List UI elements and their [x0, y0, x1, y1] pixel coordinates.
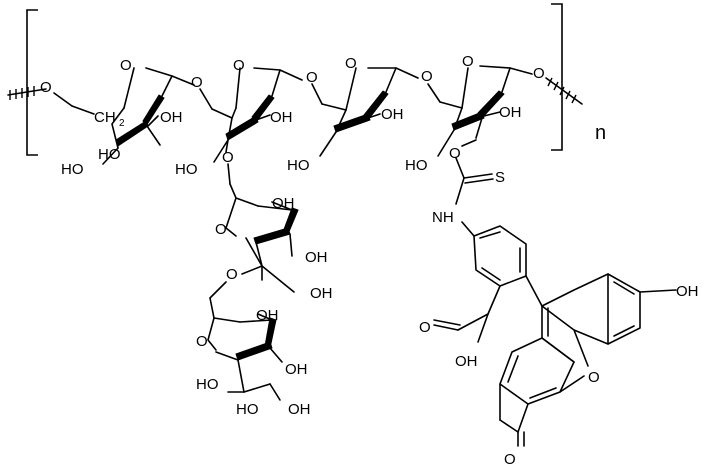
- thio-sulfur: S: [495, 169, 505, 186]
- ring2-hydroxyl-ho: HO: [175, 161, 198, 178]
- branch1-ring-oxygen: O: [215, 221, 227, 238]
- branch2-hydroxyl-b: OH: [285, 361, 308, 378]
- ring1-hydroxyl-b: HO: [98, 146, 121, 163]
- glucose-ring-4: [437, 65, 533, 157]
- ring4-terminal-oxygen: O: [533, 65, 545, 82]
- branch2-hydroxyl-oh-c: OH: [288, 401, 311, 418]
- right-bracket: [551, 3, 563, 151]
- carboxyl-hydroxyl: OH: [455, 353, 478, 370]
- glucose-ring-1: [102, 67, 195, 165]
- ring2-hydroxyl: OH: [270, 109, 293, 126]
- xanthene-ring-oxygen: O: [588, 369, 600, 386]
- left-bracket: [26, 9, 38, 156]
- ring3-hydroxyl-ho: HO: [287, 157, 310, 174]
- right-hash-bond: [545, 77, 583, 105]
- fluorescein-xanthene: [499, 273, 677, 447]
- branch-ring-2: [207, 297, 283, 401]
- left-hash-bond: [7, 86, 47, 100]
- ring1-hydroxyl-a: HO: [61, 161, 84, 178]
- ring1-hydroxyl: OH: [160, 109, 183, 126]
- ch2-subscript: 2: [119, 118, 125, 129]
- carboxyl-oxygen: O: [419, 319, 431, 336]
- branch1-hydroxyl-b: OH: [305, 249, 328, 266]
- ring1-oxygen: O: [120, 57, 132, 74]
- branch-link-oxygen: O: [226, 266, 238, 283]
- amine-nh: NH: [432, 209, 454, 226]
- xanthene-keto-oxygen: O: [504, 451, 516, 468]
- branch-oxygen: O: [222, 149, 234, 166]
- ring4-oxygen: O: [462, 53, 474, 70]
- ch2-group: CH: [94, 109, 116, 126]
- xanthene-hydroxyl: OH: [676, 283, 699, 300]
- branch-ring-1: [225, 183, 299, 293]
- thiourea-linker: [455, 139, 494, 237]
- branch1-hydroxyl-c: OH: [310, 285, 333, 302]
- branch2-ring-oxygen: O: [196, 333, 208, 350]
- glycosidic-oxygen-3-4: O: [421, 68, 433, 85]
- polymer-brackets: [26, 3, 563, 156]
- branch2-hydroxyl-ho-a: HO: [196, 376, 219, 393]
- branch1-hydroxyl-a: OH: [272, 195, 295, 212]
- thiocarbamate-oxygen: O: [449, 145, 461, 162]
- ring3-oxygen: O: [345, 55, 357, 72]
- branch2-hydroxyl-ho-b: HO: [236, 401, 259, 418]
- glucose-ring-3: [319, 67, 419, 157]
- repeat-unit-n: n: [595, 122, 606, 144]
- glucose-ring-2: [211, 67, 303, 163]
- branch2-hydroxyl-a: OH: [256, 307, 279, 324]
- ring4-hydroxyl: OH: [499, 104, 522, 121]
- chain-oxygen: O: [40, 79, 52, 96]
- fluorescein-benzoic-ring: [457, 225, 543, 343]
- ring2-oxygen: O: [233, 57, 245, 74]
- ring4-hydroxyl-ho: HO: [405, 157, 428, 174]
- ring3-hydroxyl: OH: [381, 106, 404, 123]
- glycosidic-oxygen-1-2: O: [191, 74, 203, 91]
- glycosidic-oxygen-2-3: O: [306, 69, 318, 86]
